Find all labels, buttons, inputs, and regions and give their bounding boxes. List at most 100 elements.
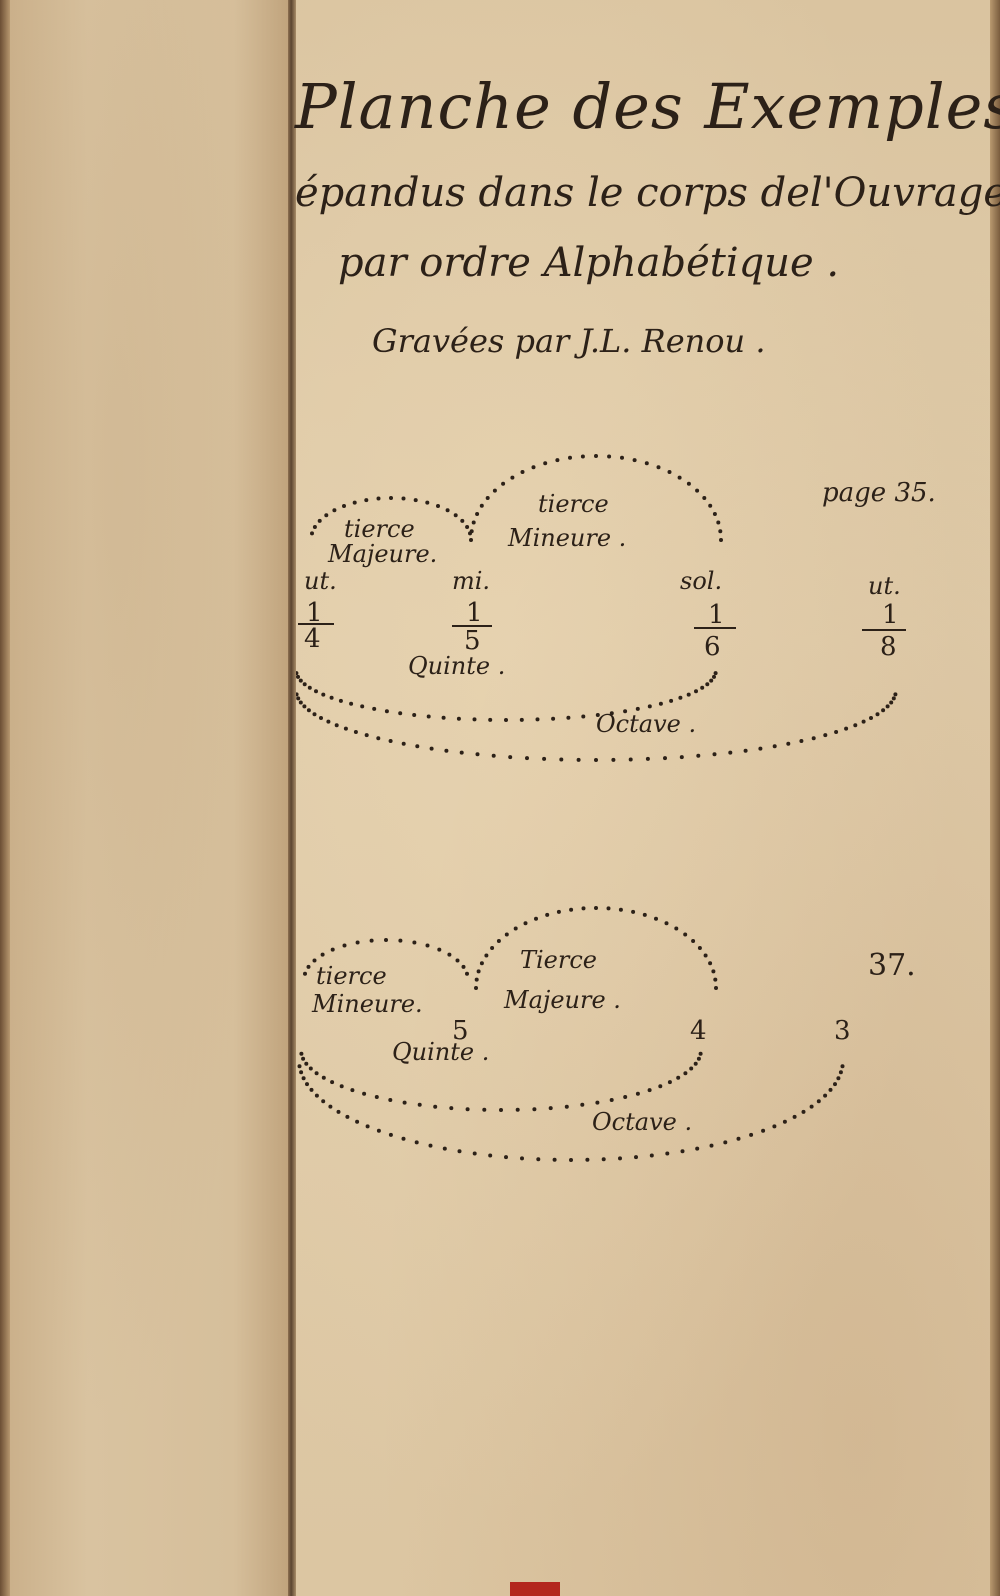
octave-arc-dot <box>525 756 529 761</box>
tierce-majeure-arc-dot <box>714 986 718 990</box>
quinte-arc-dot <box>647 704 652 709</box>
octave-arc-dot <box>786 741 791 746</box>
octave-arc-dot <box>297 1064 302 1069</box>
tierce-majeure-arc-dot <box>436 504 440 508</box>
octave-arc-dot <box>353 730 358 734</box>
tierce-mineure-arc-dot <box>677 475 682 480</box>
tierce-mineure-arc-dot <box>306 964 311 969</box>
tierce-mineure-arc-dot <box>479 503 484 508</box>
quinte-arc-dot <box>515 1107 520 1112</box>
octave-arc-dot <box>355 1119 360 1124</box>
octave-arc-dot <box>429 746 434 751</box>
tierce-mineure-arc-dot <box>461 964 466 969</box>
tierce-majeure-arc-dot <box>389 496 393 500</box>
tierce-majeure-arc-dot <box>453 513 458 518</box>
octave-arc-dot <box>299 1070 304 1075</box>
example2-number: 3 <box>834 1016 851 1046</box>
quinte-arc-dot <box>350 1088 355 1093</box>
quinte-arc-dot <box>301 1056 306 1061</box>
quinte-arc-dot <box>308 1066 313 1071</box>
example2-tierce-mineure-label-1: tierce <box>316 962 387 990</box>
tierce-mineure-arc-dot <box>632 458 637 463</box>
tierce-mineure-arc-dot <box>594 454 598 458</box>
quinte-arc-dot <box>698 1051 703 1056</box>
octave-arc-dot <box>861 719 866 724</box>
octave-arc-dot <box>885 704 890 709</box>
tierce-mineure-arc-dot <box>520 470 525 474</box>
example1-note-name: ut. <box>304 567 337 595</box>
tierce-mineure-arc-dot <box>686 481 691 486</box>
tierce-majeure-arc-dot <box>618 907 623 912</box>
octave-arc-dot <box>536 1157 541 1162</box>
octave-arc-dot <box>881 708 886 713</box>
quinte-arc-dot <box>314 1071 319 1076</box>
tierce-mineure-arc-dot <box>695 488 700 493</box>
octave-arc-dot <box>428 1143 433 1148</box>
octave-arc-dot <box>792 1114 797 1119</box>
tierce-majeure-arc-dot <box>606 906 611 911</box>
quinte-arc-dot <box>314 689 318 694</box>
quinte-arc-dot <box>472 717 477 722</box>
octave-arc-dot <box>749 1132 754 1137</box>
example1-fraction-denominator: 4 <box>304 624 321 654</box>
example1-tierce-majeure-label-2: Majeure. <box>328 540 438 568</box>
quinte-arc-dot <box>449 1106 454 1111</box>
tierce-majeure-arc-dot <box>474 986 478 990</box>
quinte-arc-dot <box>372 706 377 711</box>
octave-arc-dot <box>840 1064 845 1069</box>
octave-arc-dot <box>875 712 880 717</box>
quinte-arc-dot <box>388 1098 393 1102</box>
tierce-mineure-arc-dot <box>455 958 460 963</box>
quinte-arc-dot <box>696 1056 701 1061</box>
quinte-arc-dot <box>339 1084 344 1089</box>
octave-arc-dot <box>663 756 667 761</box>
example1-fraction-numerator: 1 <box>708 600 725 630</box>
octave-arc-dot <box>326 719 331 724</box>
quinte-arc-dot <box>623 709 628 714</box>
tierce-mineure-arc-dot <box>447 952 452 957</box>
example1-tierce-mineure-label-1: tierce <box>538 490 609 518</box>
octave-arc-dot <box>401 1136 406 1141</box>
book-right-edge <box>990 0 1000 1596</box>
octave-arc-dot <box>723 1140 728 1145</box>
tierce-majeure-arc-dot <box>642 912 647 917</box>
quinte-arc-dot <box>360 704 365 709</box>
quinte-arc-dot <box>609 1098 614 1102</box>
quinte-arc-dot <box>302 682 307 687</box>
tierce-majeure-arc-dot <box>523 921 528 926</box>
quinte-arc-dot <box>709 678 714 683</box>
quinte-arc-dot <box>595 713 600 717</box>
octave-arc-dot <box>459 750 464 755</box>
tierce-mineure-arc-dot <box>475 512 480 516</box>
tierce-mineure-arc-dot <box>555 458 560 463</box>
tierce-mineure-arc-dot <box>412 940 417 945</box>
tierce-mineure-arc-dot <box>425 943 430 948</box>
tierce-majeure-arc-dot <box>713 977 718 982</box>
red-bookmark <box>510 1582 560 1596</box>
tierce-majeure-arc-dot <box>310 531 314 536</box>
octave-arc-dot <box>364 733 369 738</box>
tierce-majeure-arc-dot <box>496 939 501 943</box>
example2-number: 4 <box>690 1016 707 1046</box>
octave-arc-dot <box>772 1124 777 1129</box>
tierce-mineure-arc-dot <box>492 488 497 493</box>
tierce-mineure-arc-dot <box>485 496 490 500</box>
octave-arc-dot <box>491 753 496 758</box>
tierce-mineure-arc-dot <box>469 538 473 542</box>
plate-title: Planche des Exemples <box>295 70 1000 143</box>
quinte-arc-dot <box>548 1106 553 1111</box>
example1-note-name: ut. <box>868 572 901 600</box>
tierce-majeure-arc-dot <box>324 513 329 518</box>
tierce-majeure-arc-dot <box>413 498 418 503</box>
tierce-mineure-arc-dot <box>471 520 476 525</box>
octave-arc-dot <box>334 723 339 728</box>
tierce-majeure-arc-dot <box>703 953 708 958</box>
octave-arc-dot <box>838 1070 843 1075</box>
tierce-majeure-arc-dot <box>332 508 337 513</box>
example2-page-ref: 37. <box>868 948 916 983</box>
octave-arc-dot <box>799 739 804 743</box>
engraver-credit: Gravées par J.L. Renou . <box>372 322 766 360</box>
octave-arc-dot <box>457 1149 462 1154</box>
quinte-arc-dot <box>667 1080 672 1085</box>
octave-arc-dot <box>891 696 896 701</box>
